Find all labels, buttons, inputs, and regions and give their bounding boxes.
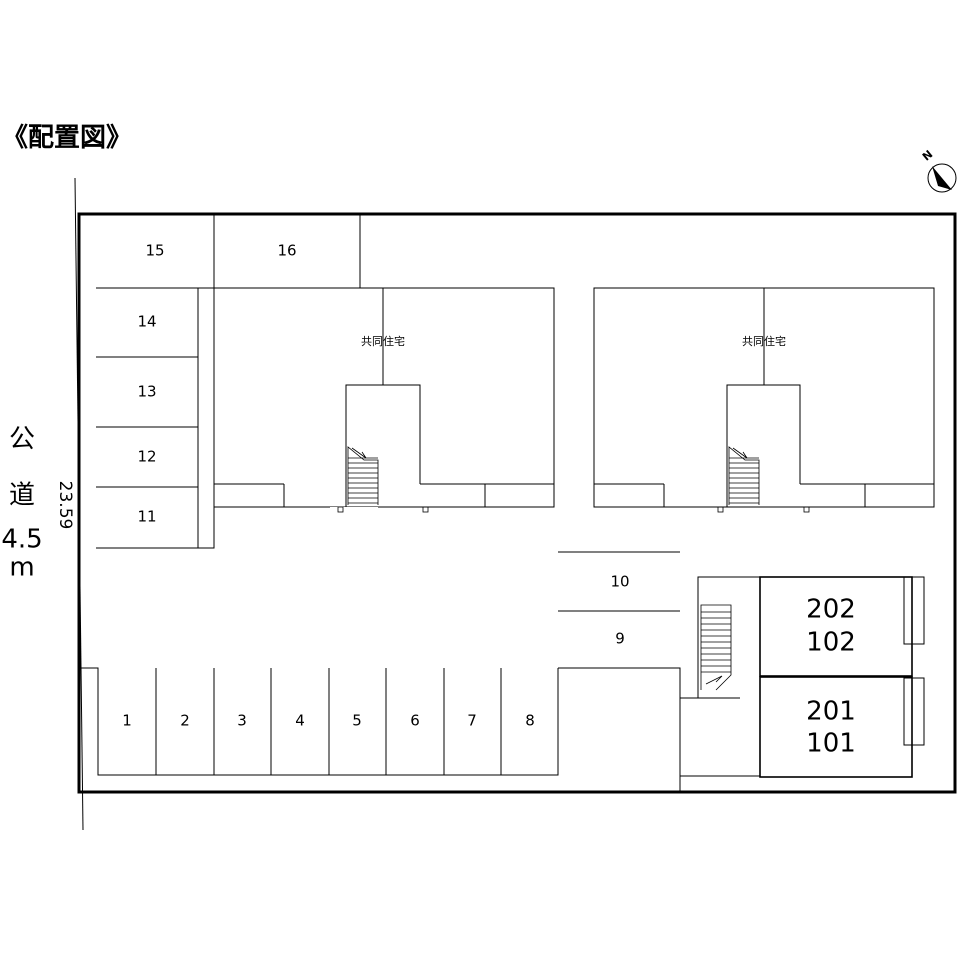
unit-label-102: 102	[806, 628, 856, 658]
building-left: 共同住宅	[213, 287, 555, 513]
balcony-upper	[903, 576, 925, 645]
unit-label-202: 202	[806, 595, 856, 625]
road-label-line4: m	[9, 553, 34, 583]
compass-icon	[927, 163, 957, 193]
balcony-lower	[903, 677, 925, 746]
stairs-small-icon	[700, 604, 732, 691]
parking-space-16: 16	[277, 242, 296, 260]
parking-top: 15 16	[96, 214, 361, 289]
unit-102-202	[759, 576, 913, 677]
site-boundary	[77, 212, 957, 794]
parking-space-8: 8	[525, 712, 535, 730]
parking-bottom: 1 2 3 4 5 6 7 8	[79, 667, 559, 776]
parking-space-9: 9	[615, 630, 625, 648]
plan-title: 《配置図》	[2, 123, 132, 153]
building-left-label: 共同住宅	[361, 334, 405, 348]
parking-space-11: 11	[137, 508, 156, 526]
parking-middle: 10 9	[558, 551, 681, 792]
building-right-label: 共同住宅	[742, 334, 786, 348]
parking-space-4: 4	[295, 712, 305, 730]
parking-space-6: 6	[410, 712, 420, 730]
parking-space-12: 12	[137, 448, 156, 466]
building-right: 共同住宅	[593, 287, 935, 513]
stairs-right-icon	[728, 446, 760, 505]
parking-space-3: 3	[237, 712, 247, 730]
parking-space-14: 14	[137, 313, 156, 331]
stairs-left-icon	[347, 446, 379, 505]
road-label-line3: 4.5	[1, 525, 42, 555]
parking-space-10: 10	[610, 573, 629, 591]
unit-101-201	[759, 676, 913, 778]
frontage-dimension: 23.59	[55, 481, 75, 530]
road-label-line2: 道	[9, 481, 35, 511]
compass-label: N	[920, 148, 935, 164]
parking-space-5: 5	[352, 712, 362, 730]
parking-space-7: 7	[467, 712, 477, 730]
road-label: 公 道 4.5 m	[1, 425, 42, 583]
unit-label-201: 201	[806, 697, 856, 727]
building-small: 202 102 201 101	[680, 576, 925, 778]
compass: N	[920, 148, 957, 193]
road-label-line1: 公	[9, 425, 35, 455]
parking-space-1: 1	[122, 712, 132, 730]
compass-needle-icon	[932, 166, 952, 190]
parking-left: 14 13 12 11	[96, 287, 215, 549]
parking-space-15: 15	[145, 242, 164, 260]
parking-space-2: 2	[180, 712, 190, 730]
parking-space-13: 13	[137, 383, 156, 401]
unit-label-101: 101	[806, 729, 856, 759]
